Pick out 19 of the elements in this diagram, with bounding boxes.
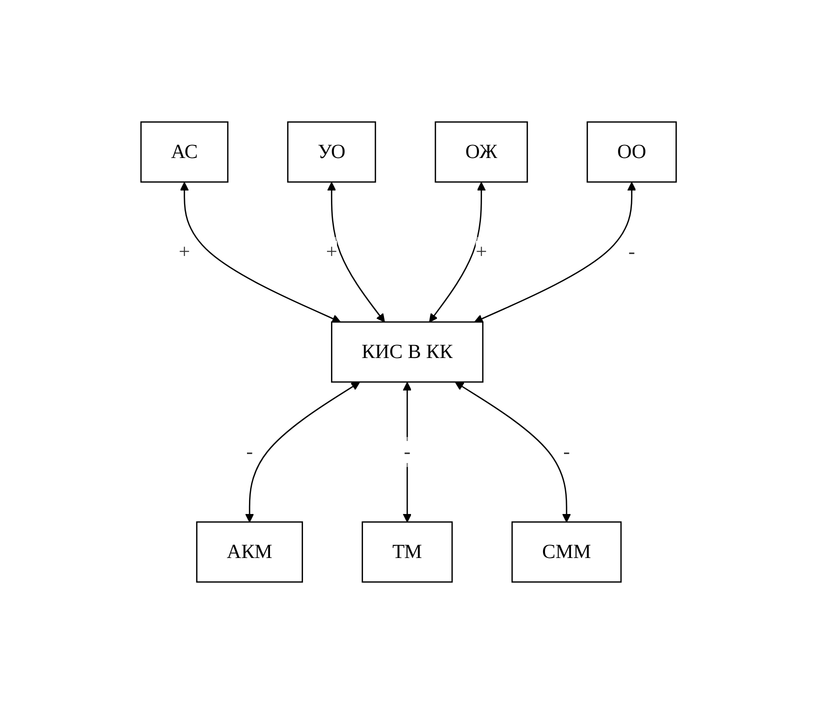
- node-box: ОО: [586, 121, 677, 183]
- node-box: АКМ: [196, 521, 303, 583]
- node-box: ТМ: [362, 521, 453, 583]
- edge-label: +: [476, 241, 487, 263]
- edge-label: +: [326, 241, 338, 263]
- arrow: [454, 382, 571, 522]
- edge-label: -: [404, 441, 410, 463]
- arrow: [327, 182, 385, 322]
- node-box: ОЖ: [434, 121, 528, 183]
- node-box: УО: [287, 121, 376, 183]
- node-box: СММ: [511, 521, 622, 583]
- edge-label: -: [628, 241, 635, 263]
- arrow: [402, 382, 412, 522]
- edge-label: -: [246, 441, 253, 463]
- arrow: [245, 382, 360, 522]
- node-box: АС: [140, 121, 228, 183]
- edge-label: -: [563, 441, 570, 463]
- node-box: КИС В КК: [330, 321, 484, 383]
- edge-label: +: [178, 241, 190, 263]
